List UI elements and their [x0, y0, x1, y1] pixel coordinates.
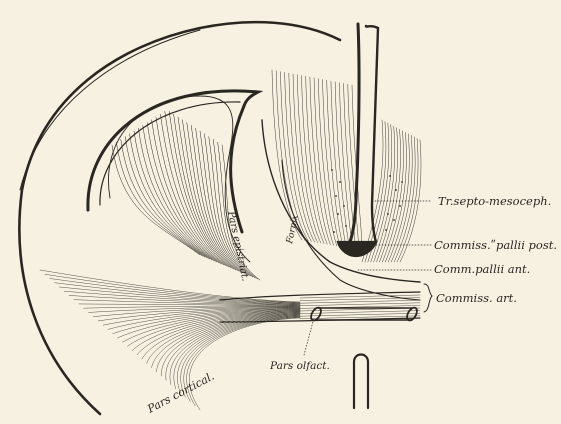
stipple-dot — [345, 225, 347, 227]
stipple-dot — [339, 181, 341, 183]
stipple-dot — [387, 213, 389, 215]
stipple-dot — [331, 169, 333, 171]
label-comm-pallii-ant: Comm.pallii ant. — [434, 262, 530, 276]
stipple-dot — [393, 219, 395, 221]
stipple-dot — [401, 181, 403, 183]
stipple-dot — [385, 229, 387, 231]
stipple-dot — [395, 189, 397, 191]
stipple-dot — [343, 205, 345, 207]
stipple-dot — [335, 195, 337, 197]
stipple-dot — [337, 213, 339, 215]
stipple-dot — [333, 231, 335, 233]
label-commiss-pallii-post: Commiss.ʺpallii post. — [434, 238, 557, 252]
label-commiss-ant: Commiss. art. — [436, 291, 517, 305]
label-pars-olfact: Pars olfact. — [269, 360, 330, 372]
stipple-dot — [399, 205, 401, 207]
label-tr-septo-mesoceph: Tr.septo-mesoceph. — [438, 194, 551, 208]
stipple-dot — [389, 175, 391, 177]
